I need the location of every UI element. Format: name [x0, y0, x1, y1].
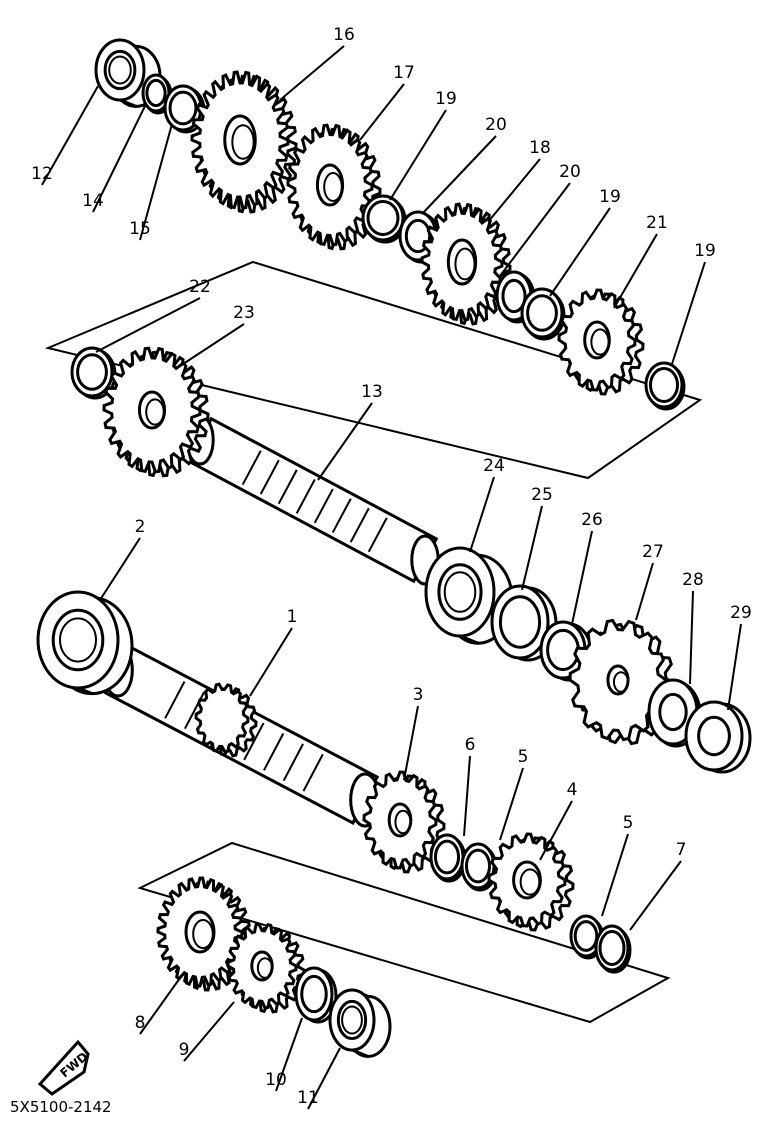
leader-line-29	[727, 623, 742, 711]
bearing-2	[36, 590, 134, 696]
gear-3	[362, 770, 446, 874]
callout-20: 20	[485, 115, 507, 135]
callout-22: 22	[189, 277, 211, 297]
callout-1: 1	[287, 607, 298, 627]
leader-line-10	[275, 1017, 303, 1092]
leader-line-20	[499, 182, 571, 277]
leader-line-19	[549, 207, 611, 297]
callout-13: 13	[361, 382, 383, 402]
oil-seal-25	[490, 584, 558, 662]
callout-27: 27	[642, 542, 664, 562]
callout-29: 29	[730, 603, 752, 623]
bushing-10	[294, 966, 338, 1024]
callout-16: 16	[333, 25, 355, 45]
needle-bearing-11	[328, 988, 392, 1058]
circlip-5a	[460, 842, 498, 892]
callout-26: 26	[581, 510, 603, 530]
callout-7: 7	[676, 840, 687, 860]
leader-line-23	[179, 323, 245, 367]
gear-4	[487, 832, 575, 932]
callout-19: 19	[599, 187, 621, 207]
leader-line-25	[521, 505, 543, 591]
callout-24: 24	[483, 456, 505, 476]
circlip-19c	[644, 361, 686, 411]
leader-line-18	[487, 158, 541, 223]
callout-5: 5	[623, 813, 634, 833]
leader-line-27	[635, 562, 654, 621]
leader-line-4	[539, 800, 573, 861]
gear-18	[420, 202, 512, 326]
leader-line-8	[139, 977, 181, 1035]
leader-line-14	[92, 103, 147, 213]
leader-line-24	[469, 476, 495, 553]
leader-line-16	[279, 45, 345, 101]
fwd-arrow-icon: FWD	[37, 1039, 91, 1096]
callout-20: 20	[559, 162, 581, 182]
leader-line-17	[359, 83, 405, 141]
leader-line-3	[403, 705, 419, 781]
leader-line-13	[317, 402, 373, 481]
callout-15: 15	[129, 219, 151, 239]
drive-axle-group-bracket	[44, 260, 703, 480]
callout-28: 28	[682, 570, 704, 590]
washer-6	[429, 833, 467, 883]
callout-10: 10	[265, 1070, 287, 1090]
main-axle-group-bracket	[137, 841, 671, 1024]
leader-line-6	[463, 755, 471, 837]
circlip-7	[594, 924, 632, 974]
leader-line-19	[389, 109, 447, 201]
leader-line-5	[601, 833, 629, 917]
gear-1	[194, 682, 258, 758]
callout-23: 23	[233, 303, 255, 323]
callout-14: 14	[82, 191, 104, 211]
leader-line-22	[95, 297, 201, 353]
callout-4: 4	[567, 780, 578, 800]
washer-22	[70, 346, 117, 400]
callout-6: 6	[465, 735, 476, 755]
leader-line-2	[99, 537, 141, 601]
callout-2: 2	[135, 517, 146, 537]
leader-line-20	[421, 135, 497, 215]
callout-17: 17	[393, 63, 415, 83]
leader-line-26	[571, 530, 593, 625]
callout-25: 25	[531, 485, 553, 505]
leader-line-9	[183, 1001, 235, 1062]
gear-17	[286, 123, 382, 251]
leader-lines	[41, 45, 742, 1110]
callout-18: 18	[529, 138, 551, 158]
callout-9: 9	[179, 1040, 190, 1060]
callout-11: 11	[297, 1088, 319, 1108]
collar-26	[539, 620, 593, 682]
circlip-19b	[520, 287, 566, 341]
callout-8: 8	[135, 1013, 146, 1033]
callout-labels: 1563457289101112131415161718191919202021…	[31, 25, 752, 1108]
leader-line-15	[139, 123, 173, 241]
callout-21: 21	[646, 213, 668, 233]
leader-line-11	[307, 1047, 341, 1110]
circlip-19a	[361, 194, 407, 244]
leader-line-7	[629, 860, 682, 931]
callout-19: 19	[694, 241, 716, 261]
gear-21	[557, 288, 645, 396]
leader-line-21	[613, 233, 658, 309]
parts-layer	[36, 38, 752, 1058]
nut-29	[684, 700, 752, 774]
drawing-code: 5X5100-2142	[10, 1098, 112, 1116]
leader-line-19	[671, 261, 706, 365]
gear-9	[226, 922, 306, 1014]
leader-line-1	[249, 627, 293, 697]
bearing-12	[94, 38, 162, 108]
callout-19: 19	[435, 89, 457, 109]
leader-line-12	[41, 85, 99, 186]
leader-line-5	[499, 767, 524, 841]
gear-16	[190, 70, 298, 214]
leader-line-28	[689, 590, 694, 685]
drive-axle	[185, 414, 440, 586]
callout-12: 12	[31, 164, 53, 184]
gear-23	[102, 346, 210, 478]
callout-5: 5	[518, 747, 529, 767]
callout-3: 3	[413, 685, 424, 705]
